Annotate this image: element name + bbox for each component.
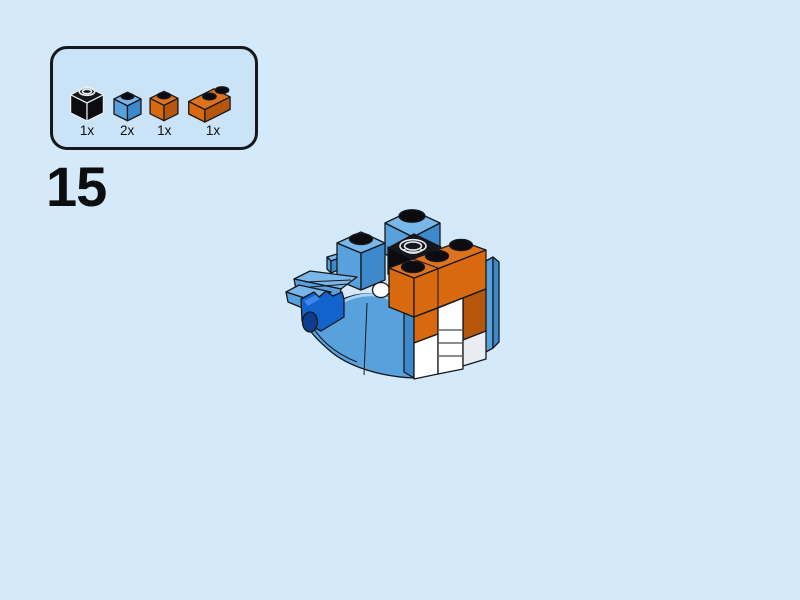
brick-orange-1x1-icon	[147, 86, 181, 123]
part-count: 1x	[205, 123, 221, 139]
step-number: 15	[46, 155, 107, 218]
brick-black-1x1-icon	[67, 81, 107, 123]
parts-callout: 1x 2x 1x	[50, 46, 258, 150]
brick-blue-1x1-icon	[111, 87, 144, 123]
part-item-orange-1x2: 1x	[185, 78, 241, 139]
bricks-orange-new	[389, 239, 486, 317]
part-item-orange-1x1: 1x	[147, 86, 181, 139]
part-count: 1x	[79, 123, 95, 139]
eye	[373, 283, 390, 298]
part-count: 1x	[157, 123, 172, 139]
part-item-blue-1x1: 2x	[111, 87, 144, 139]
part-count: 2x	[120, 123, 135, 139]
part-item-black-1x1: 1x	[67, 81, 107, 139]
mouth-piece	[301, 291, 344, 332]
barrel-stud	[303, 312, 318, 332]
body-right-column	[414, 289, 486, 379]
brick-orange-1x2-icon	[185, 78, 241, 123]
